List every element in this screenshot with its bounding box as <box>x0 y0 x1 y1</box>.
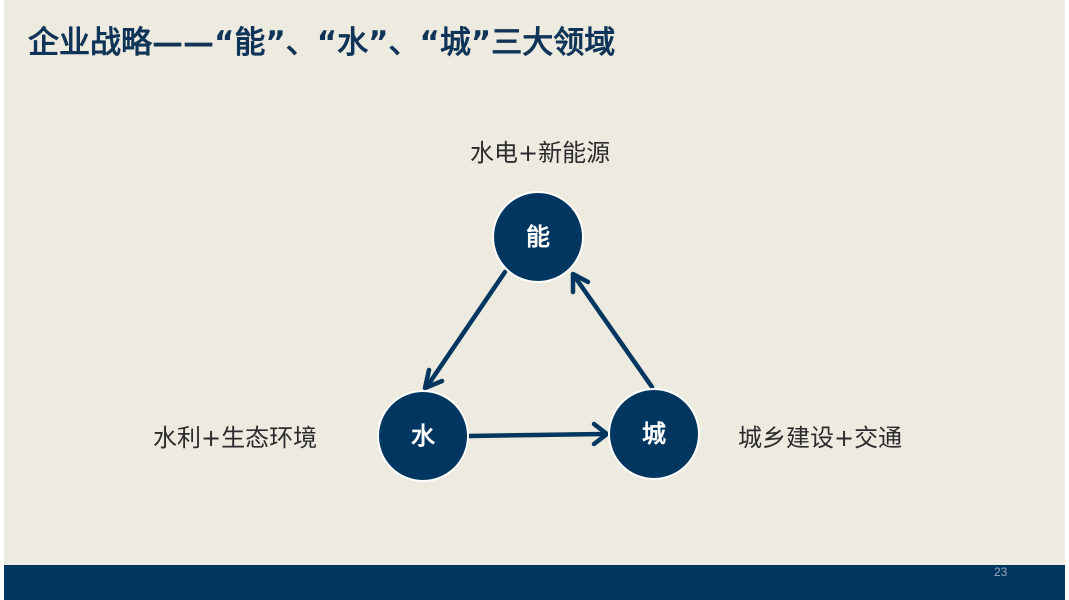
node-energy: 能 <box>492 191 584 283</box>
water-caption: 水利+生态环境 <box>153 424 318 452</box>
arrow-energy-to-water-head <box>422 367 445 391</box>
footer-bar <box>4 565 1065 600</box>
arrow-city-to-energy-head <box>570 271 591 295</box>
arrow-water-to-city <box>466 431 607 439</box>
city-caption: 城乡建设+交通 <box>738 424 903 452</box>
slide-title: 企业战略——“能”、“水”、“城”三大领域 <box>28 25 616 61</box>
arrow-water-to-city-head <box>591 421 610 447</box>
energy-caption: 水电+新能源 <box>470 139 611 167</box>
node-city-label: 城 <box>642 420 666 448</box>
arrow-city-to-energy <box>572 274 655 390</box>
node-city: 城 <box>608 388 700 480</box>
page-number: 23 <box>994 565 1008 579</box>
node-water-label: 水 <box>411 422 436 450</box>
slide: 企业战略——“能”、“水”、“城”三大领域 能 水 城 水电+新能源 水利+生态… <box>4 0 1065 600</box>
arrow-energy-to-water <box>425 269 508 388</box>
node-energy-label: 能 <box>526 223 550 251</box>
node-water: 水 <box>377 390 469 482</box>
cycle-diagram: 能 水 城 <box>377 191 700 482</box>
